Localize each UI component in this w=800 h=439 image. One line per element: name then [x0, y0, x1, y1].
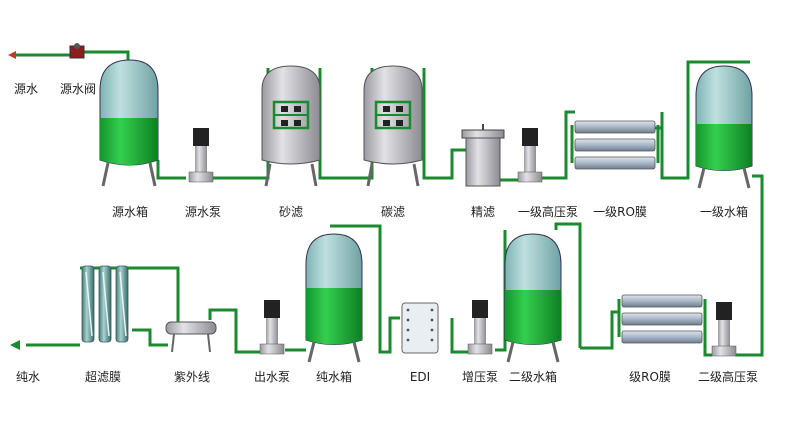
fine-filter-graphic [461, 124, 505, 187]
label-sand-filter: 砂滤 [278, 205, 304, 219]
carbon-filter-graphic [363, 65, 423, 187]
stage1-tank-graphic [695, 65, 753, 189]
label-stage1-tank: 一级水箱 [699, 205, 749, 219]
stage2-ro-graphic [617, 294, 707, 344]
label-stage2-hp-pump: 二级高压泵 [697, 370, 759, 384]
sand-filter-graphic [261, 65, 321, 187]
outlet-pump-graphic [259, 300, 285, 355]
source-inlet [8, 43, 85, 59]
label-source-pump: 源水泵 [184, 205, 222, 219]
label-booster-pump: 增压泵 [461, 370, 499, 384]
label-carbon-filter: 碳滤 [380, 205, 406, 219]
label-source-tank: 源水箱 [111, 205, 149, 219]
stage2-tank-graphic [504, 233, 562, 363]
source-pump-graphic [188, 128, 214, 183]
uv-lamp-graphic [165, 321, 217, 353]
label-stage1-hp-pump: 一级高压泵 [517, 205, 579, 219]
label-fine-filter: 精滤 [470, 205, 496, 219]
label-uf-membrane: 超滤膜 [84, 370, 122, 384]
stage1-hp-pump-graphic [517, 128, 543, 183]
label-stage1-ro: 一级RO膜 [593, 205, 647, 219]
label-pure-tank: 纯水箱 [315, 370, 353, 384]
label-stage2-ro: 级RO膜 [629, 370, 671, 384]
label-outlet-pump: 出水泵 [253, 370, 291, 384]
pure-tank-graphic [305, 233, 363, 363]
source-tank-graphic [99, 59, 159, 187]
stage2-hp-pump-graphic [711, 302, 737, 357]
pipe-network [12, 50, 764, 357]
label-pure-water: 纯水 [16, 370, 41, 384]
booster-pump-graphic [467, 300, 493, 355]
stage1-ro-graphic [570, 120, 660, 170]
label-stage2-tank: 二级水箱 [508, 370, 558, 384]
pure-water-outlet-arrow [10, 340, 20, 350]
edi-graphic [401, 302, 439, 354]
uf-membrane-graphic [81, 265, 129, 343]
label-uv-lamp: 紫外线 [173, 370, 211, 384]
label-source-valve: 源水阀 [60, 82, 97, 96]
label-edi: EDI [409, 370, 431, 384]
label-source-water: 源水 [14, 82, 39, 96]
